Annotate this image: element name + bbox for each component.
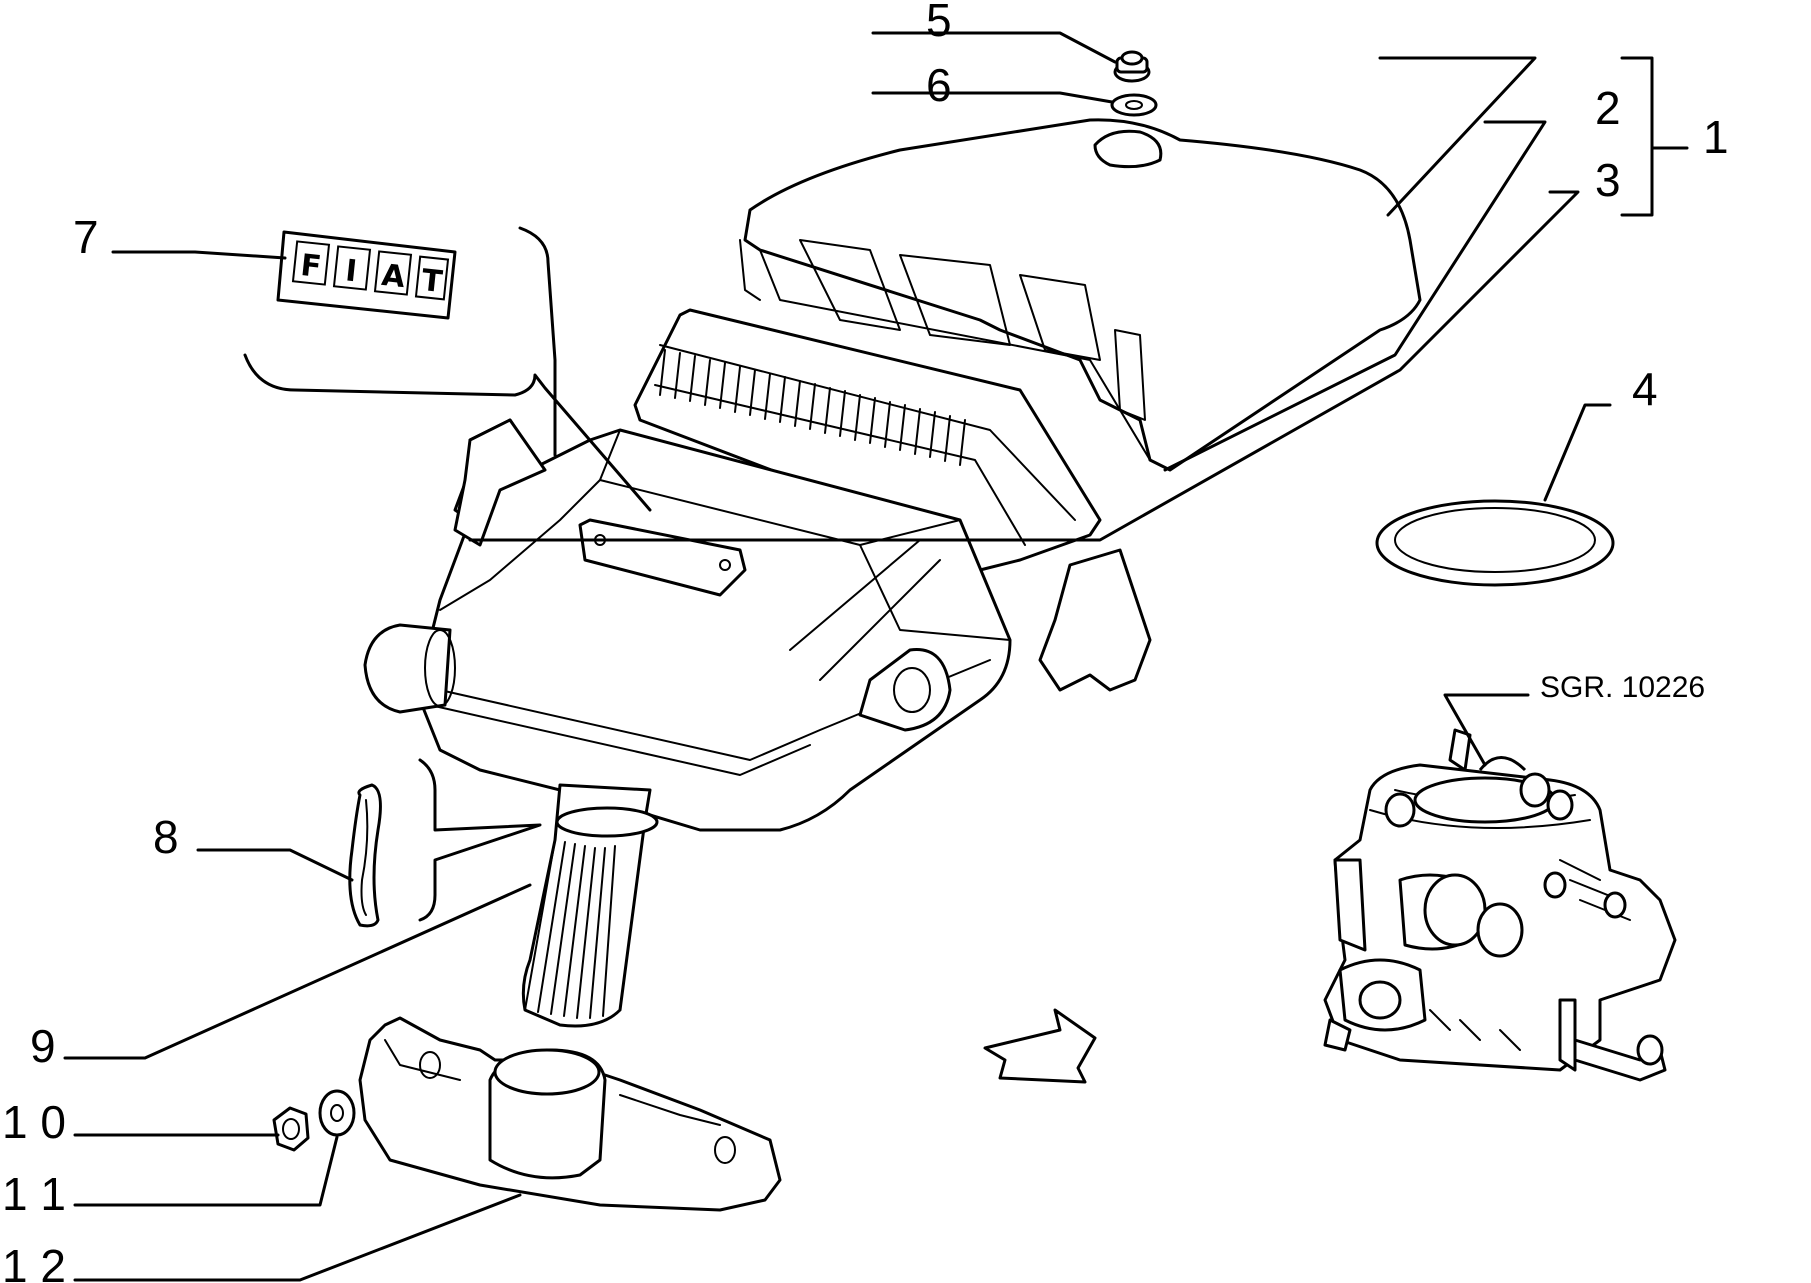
callout-3: 3 (1595, 154, 1621, 206)
reference-code: SGR. 10226 (1540, 671, 1705, 704)
leader-2 (1163, 120, 1547, 472)
carburettor-reference (1323, 728, 1677, 1082)
bracket-8 (418, 758, 542, 922)
leader-11 (73, 1135, 339, 1207)
callout-5: 5 (926, 0, 952, 46)
callout-numbers: 5 6 7 2 3 1 4 8 9 1 0 1 1 1 2 SGR. 10226 (2, 0, 1729, 1283)
direction-arrow-icon (983, 1008, 1097, 1084)
callout-11: 1 1 (2, 1168, 66, 1220)
leader-7-pointer (243, 353, 652, 512)
bracket-1 (1620, 56, 1654, 217)
leader-7 (111, 250, 287, 260)
leader-6 (871, 91, 1114, 104)
callout-1: 1 (1703, 111, 1729, 163)
bracket-part-12 (358, 1016, 782, 1212)
callout-8: 8 (153, 811, 179, 863)
filter-element-part-2 (633, 308, 1102, 572)
hose-part-9 (521, 783, 659, 1028)
leader-sgr (1443, 693, 1530, 767)
callout-7: 7 (73, 211, 99, 263)
badge-letter-a: A (380, 258, 408, 295)
callout-12: 1 2 (2, 1240, 66, 1283)
leader-3 (468, 190, 1580, 542)
filter-housing-part-3 (363, 418, 1152, 832)
callout-4: 4 (1632, 363, 1658, 415)
leader-lines (63, 31, 1689, 1282)
nut-part-5 (1113, 50, 1151, 83)
gasket-part-8 (348, 783, 382, 928)
callout-10: 1 0 (2, 1096, 66, 1148)
washer-part-6 (1110, 93, 1158, 117)
callout-6: 6 (926, 59, 952, 111)
callout-2: 2 (1595, 82, 1621, 134)
leader-12 (73, 1193, 522, 1282)
leader-8 (196, 848, 354, 882)
badge-letter-f: F (299, 248, 323, 285)
washer-part-11 (318, 1089, 356, 1137)
seal-ring-part-4 (1375, 499, 1615, 587)
leader-4 (1543, 403, 1612, 502)
fiat-badge-part-7: F I A T (276, 230, 457, 320)
badge-letter-i: I (344, 253, 359, 289)
nut-part-10 (272, 1106, 310, 1152)
leader-5 (871, 31, 1117, 64)
leader-9 (63, 883, 532, 1060)
badge-letter-t: T (420, 263, 445, 300)
leader-1-cover (1378, 56, 1537, 217)
callout-9: 9 (30, 1020, 56, 1072)
filter-cover-part-1 (739, 118, 1422, 472)
filter-pleats (659, 349, 966, 466)
leader-7-pointer-b (518, 226, 557, 457)
